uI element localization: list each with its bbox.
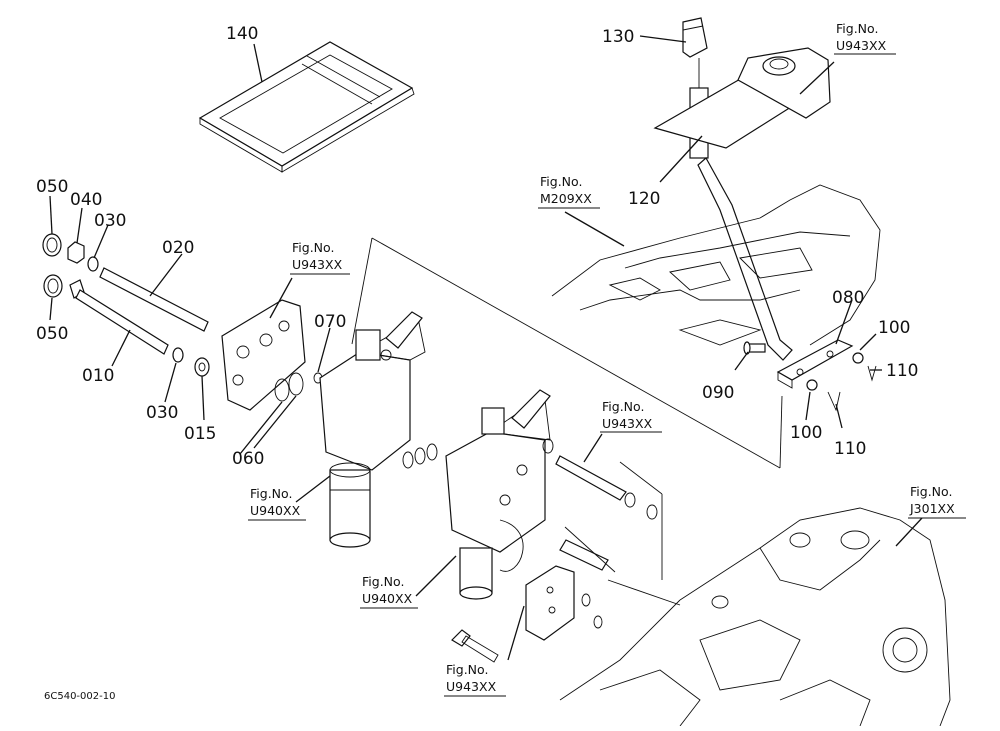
transmission-housing	[559, 507, 951, 727]
valve-section-middle	[402, 389, 551, 600]
part-number-080: 080	[832, 288, 864, 308]
fig-ref-plate: Fig.No. U943XX	[290, 240, 350, 275]
svg-text:U943XX: U943XX	[292, 257, 343, 272]
fig-ref-floor: Fig.No. M209XX	[538, 174, 600, 209]
part-number-015: 015	[184, 424, 216, 444]
fig-ref-valve-middle: Fig.No. U940XX	[360, 574, 418, 609]
fig-ref-console: Fig.No. U943XX	[834, 21, 896, 55]
part-number-010: 010	[82, 366, 114, 386]
fig-ref-valve-left: Fig.No. U940XX	[248, 486, 306, 521]
part-number-030b: 030	[146, 403, 178, 423]
drawing-code: 6C540-002-10	[44, 691, 115, 702]
svg-text:Fig.No.: Fig.No.	[362, 574, 404, 589]
valve-section-left	[221, 299, 426, 548]
leader-lines	[49, 35, 923, 661]
part-number-030a: 030	[94, 211, 126, 231]
part-number-090: 090	[702, 383, 734, 403]
part-number-110b: 110	[834, 439, 866, 459]
part-number-060: 060	[232, 449, 264, 469]
part-number-130: 130	[602, 27, 634, 47]
svg-text:Fig.No.: Fig.No.	[292, 240, 334, 255]
part-number-labels: 140 130 120 080 100 090 110 100 110 050 …	[36, 24, 918, 469]
part-number-140: 140	[226, 24, 258, 44]
lever-assembly	[653, 17, 877, 412]
svg-text:M209XX: M209XX	[540, 191, 592, 206]
svg-text:Fig.No.: Fig.No.	[446, 662, 488, 677]
manual-book	[198, 41, 415, 173]
svg-text:Fig.No.: Fig.No.	[540, 174, 582, 189]
part-number-120: 120	[628, 189, 660, 209]
reference-lines	[351, 237, 783, 606]
part-number-050a: 050	[36, 177, 68, 197]
svg-text:Fig.No.: Fig.No.	[910, 484, 952, 499]
end-cover	[451, 438, 658, 663]
part-number-050b: 050	[36, 324, 68, 344]
part-number-110a: 110	[886, 361, 918, 381]
svg-text:U940XX: U940XX	[250, 503, 301, 518]
fig-ref-end-cover: Fig.No. U943XX	[444, 662, 506, 697]
svg-text:Fig.No.: Fig.No.	[836, 21, 878, 36]
svg-text:U943XX: U943XX	[602, 416, 653, 431]
svg-text:Fig.No.: Fig.No.	[602, 399, 644, 414]
fig-ref-housing: Fig.No. J301XX	[908, 484, 966, 519]
svg-text:U943XX: U943XX	[446, 679, 497, 694]
floor-cover	[551, 184, 881, 346]
part-number-100b: 100	[790, 423, 822, 443]
figure-references: Fig.No. U943XX Fig.No. M209XX Fig.No. U9…	[248, 21, 966, 697]
svg-text:J301XX: J301XX	[909, 501, 955, 516]
part-number-100a: 100	[878, 318, 910, 338]
part-number-020: 020	[162, 238, 194, 258]
svg-text:U943XX: U943XX	[836, 38, 887, 53]
fig-ref-tube: Fig.No. U943XX	[600, 399, 662, 433]
part-number-070: 070	[314, 312, 346, 332]
bolts-left	[42, 233, 210, 377]
svg-text:Fig.No.: Fig.No.	[250, 486, 292, 501]
svg-text:U940XX: U940XX	[362, 591, 413, 606]
part-number-040: 040	[70, 190, 102, 210]
